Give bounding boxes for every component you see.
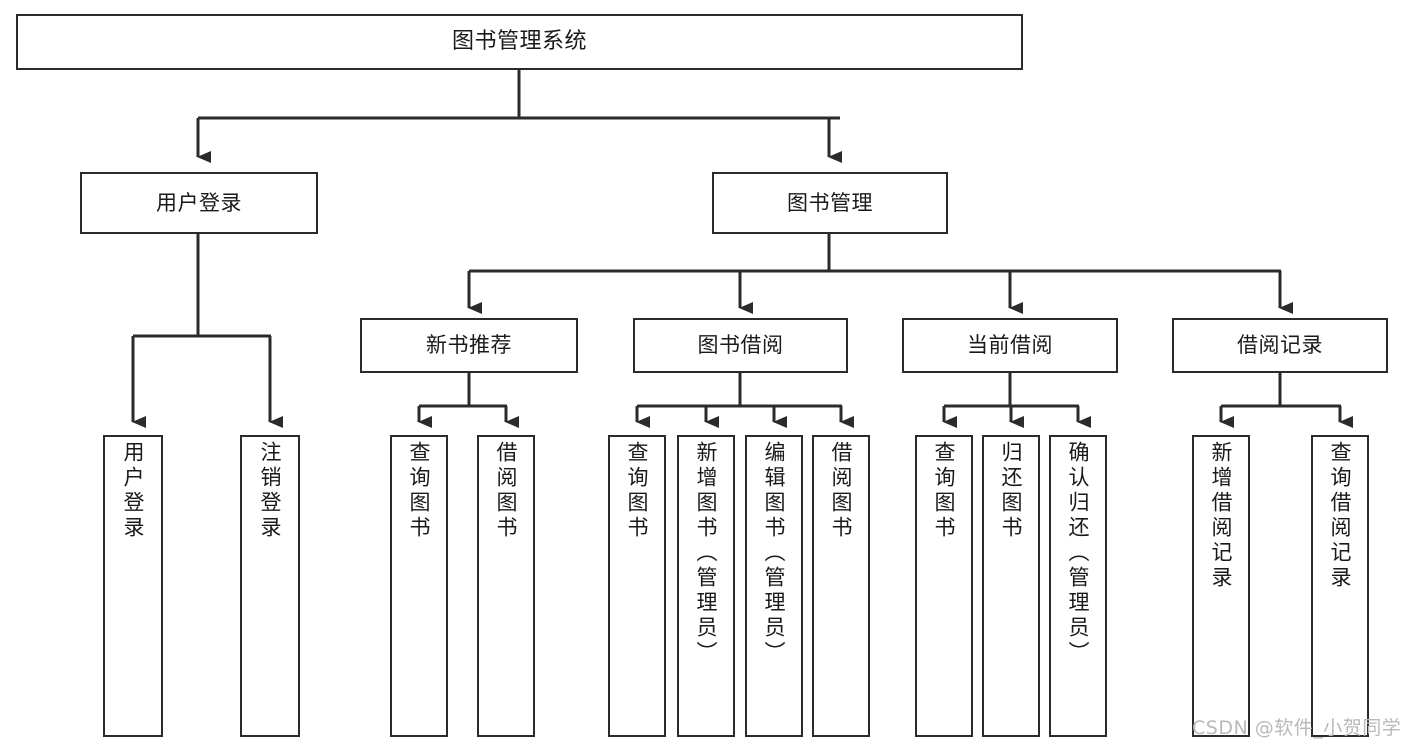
node-new-book-recommend[interactable]: 新书推荐 [360, 318, 578, 373]
node-label: 新增图书（管理员） [694, 441, 719, 666]
node-label: 确认归还（管理员） [1066, 441, 1091, 666]
node-leaf-add-book-admin[interactable]: 新增图书（管理员） [677, 435, 735, 737]
node-leaf-return-book[interactable]: 归还图书 [982, 435, 1040, 737]
node-leaf-query-book-borrow[interactable]: 查询图书 [608, 435, 666, 737]
node-label: 用户登录 [156, 190, 242, 215]
node-current-borrow[interactable]: 当前借阅 [902, 318, 1118, 373]
node-label: 新书推荐 [426, 333, 512, 358]
node-label: 查询图书 [932, 441, 957, 541]
node-leaf-confirm-return-admin[interactable]: 确认归还（管理员） [1049, 435, 1107, 737]
node-label: 借阅记录 [1237, 333, 1323, 358]
node-user-login[interactable]: 用户登录 [80, 172, 318, 234]
node-leaf-add-borrow-record[interactable]: 新增借阅记录 [1192, 435, 1250, 737]
node-book-borrow[interactable]: 图书借阅 [633, 318, 848, 373]
node-leaf-query-book-current[interactable]: 查询图书 [915, 435, 973, 737]
node-leaf-borrow-book-recommend[interactable]: 借阅图书 [477, 435, 535, 737]
node-book-management[interactable]: 图书管理 [712, 172, 948, 234]
node-label: 查询图书 [625, 441, 650, 541]
node-leaf-edit-book-admin[interactable]: 编辑图书（管理员） [745, 435, 803, 737]
node-leaf-query-book-recommend[interactable]: 查询图书 [390, 435, 448, 737]
node-label: 图书管理系统 [451, 29, 587, 55]
node-label: 用户登录 [121, 441, 146, 541]
node-label: 图书管理 [787, 190, 873, 215]
node-label: 归还图书 [999, 441, 1024, 541]
node-label: 查询借阅记录 [1328, 441, 1353, 591]
node-label: 查询图书 [407, 441, 432, 541]
node-leaf-logout[interactable]: 注销登录 [240, 435, 300, 737]
node-leaf-borrow-book[interactable]: 借阅图书 [812, 435, 870, 737]
node-label: 图书借阅 [697, 333, 784, 358]
node-label: 编辑图书（管理员） [762, 441, 787, 666]
node-label: 注销登录 [258, 441, 283, 541]
node-label: 新增借阅记录 [1209, 441, 1234, 591]
csdn-watermark: CSDN @软件_小贺同学 [1192, 717, 1402, 739]
node-leaf-query-borrow-record[interactable]: 查询借阅记录 [1311, 435, 1369, 737]
node-borrow-record[interactable]: 借阅记录 [1172, 318, 1388, 373]
node-label: 借阅图书 [494, 441, 519, 541]
node-label: 当前借阅 [967, 333, 1053, 358]
node-label: 借阅图书 [829, 441, 854, 541]
node-root-book-management-system[interactable]: 图书管理系统 [16, 14, 1023, 70]
node-leaf-user-login[interactable]: 用户登录 [103, 435, 163, 737]
